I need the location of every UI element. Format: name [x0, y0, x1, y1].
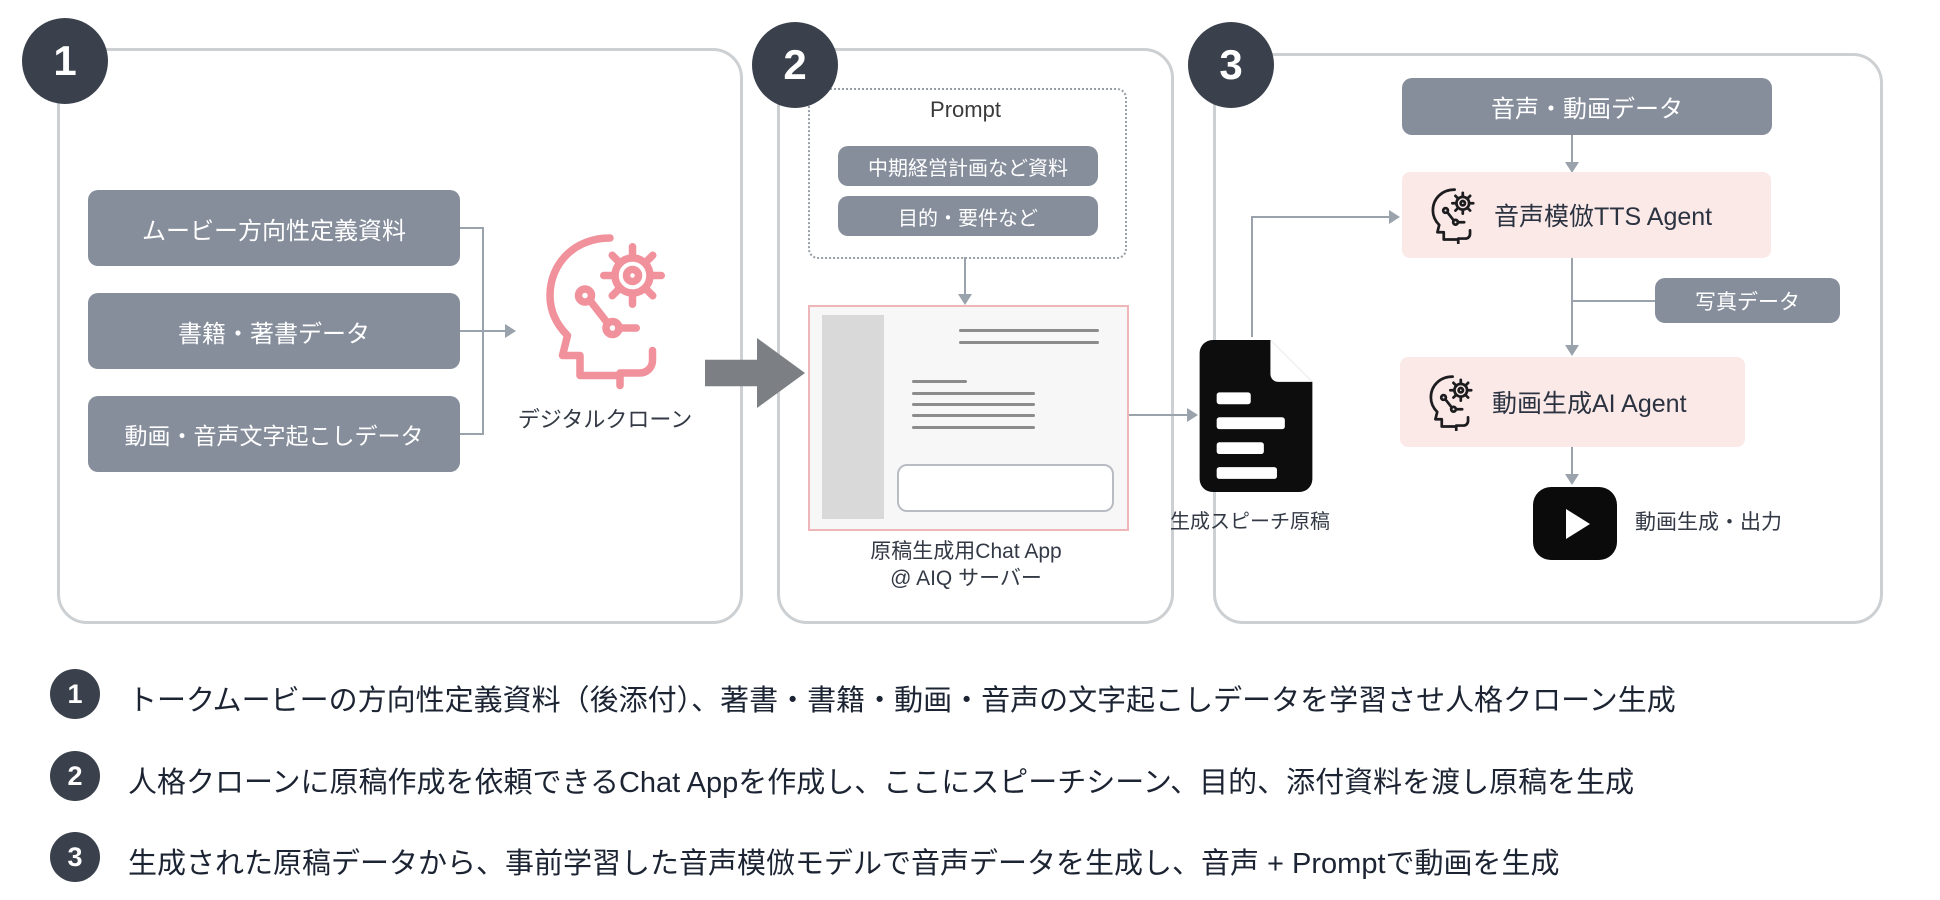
chat-input-field	[897, 464, 1114, 512]
chat-text-line	[959, 329, 1099, 332]
note3-text: 生成された原稿データから、事前学習した音声模倣モデルで音声データを生成し、音声 …	[128, 848, 1560, 880]
digital-clone-icon	[520, 222, 680, 394]
play-button-icon	[1533, 487, 1617, 560]
step1-number: 1	[53, 37, 77, 84]
note1-badge: 1	[50, 669, 100, 719]
arrowhead	[958, 294, 972, 305]
chat-text-line	[912, 403, 1035, 406]
video-agent-label: 動画生成AI Agent	[1492, 390, 1687, 418]
chat-sidebar	[822, 315, 884, 519]
digital-clone-label: デジタルクローン	[517, 407, 693, 432]
note2-text: 人格クローンに原稿作成を依頼できるChat Appを作成し、ここにスピーチシーン…	[128, 767, 1635, 799]
connector	[1573, 300, 1655, 302]
arrowhead	[1565, 162, 1579, 173]
speech-script-document-icon	[1199, 339, 1313, 493]
speech-script-label: 生成スピーチ原稿	[1170, 511, 1330, 533]
panel-step2	[777, 48, 1174, 624]
arrowhead	[1187, 408, 1198, 422]
chat-text-line	[912, 380, 967, 383]
connector	[460, 227, 484, 229]
tts-agent-box: 音声模倣TTS Agent	[1402, 172, 1771, 258]
step3-number: 3	[1219, 41, 1243, 88]
note1-number: 1	[67, 678, 83, 709]
chat-text-line	[912, 414, 1035, 417]
panel-step1	[57, 48, 743, 624]
chat-app-label-line2: @ AIQ サーバー	[890, 567, 1042, 590]
chat-text-line	[959, 341, 1099, 344]
prompt-item-plan: 中期経営計画など資料	[838, 146, 1098, 186]
connector	[1571, 258, 1573, 346]
arrowhead	[1389, 210, 1400, 224]
tts-agent-icon	[1422, 186, 1480, 244]
chat-text-line	[912, 392, 1035, 395]
connector	[1571, 135, 1573, 163]
input-box-transcripts: 動画・音声文字起こしデータ	[88, 396, 460, 472]
chat-app-label: 原稿生成用Chat App @ AIQ サーバー	[816, 538, 1116, 592]
audio-video-data-box: 音声・動画データ	[1402, 78, 1772, 135]
prompt-group	[808, 88, 1127, 259]
arrowhead	[1565, 474, 1579, 485]
note2-number: 2	[67, 760, 83, 791]
input-box-books: 書籍・著書データ	[88, 293, 460, 369]
arrowhead	[1565, 345, 1579, 356]
step2-badge: 2	[752, 22, 838, 108]
step3-badge: 3	[1188, 22, 1274, 108]
chat-text-line	[912, 426, 1035, 429]
connector	[460, 433, 484, 435]
connector	[460, 330, 505, 332]
note3-number: 3	[67, 841, 83, 872]
tts-agent-label: 音声模倣TTS Agent	[1494, 203, 1713, 231]
video-agent-icon	[1420, 373, 1478, 431]
connector	[1251, 217, 1253, 337]
note3-badge: 3	[50, 832, 100, 882]
chat-app-mockup	[808, 305, 1129, 531]
connector	[1571, 447, 1573, 475]
connector	[964, 257, 966, 295]
photo-data-box: 写真データ	[1655, 278, 1840, 323]
note1-text: トークムービーの方向性定義資料（後添付）、著書・書籍・動画・音声の文字起こしデー…	[128, 685, 1676, 717]
chat-app-label-line1: 原稿生成用Chat App	[870, 540, 1062, 563]
prompt-title: Prompt	[930, 97, 1001, 122]
panel-step3	[1213, 53, 1883, 624]
connector	[1127, 414, 1189, 416]
video-output-label: 動画生成・出力	[1635, 511, 1782, 534]
step2-number: 2	[783, 41, 807, 88]
video-agent-box: 動画生成AI Agent	[1400, 357, 1745, 447]
input-box-movie-direction: ムービー方向性定義資料	[88, 190, 460, 266]
step1-badge: 1	[22, 18, 108, 104]
note2-badge: 2	[50, 751, 100, 801]
prompt-item-purpose: 目的・要件など	[838, 196, 1098, 236]
connector	[1251, 216, 1389, 218]
arrowhead	[505, 324, 516, 338]
